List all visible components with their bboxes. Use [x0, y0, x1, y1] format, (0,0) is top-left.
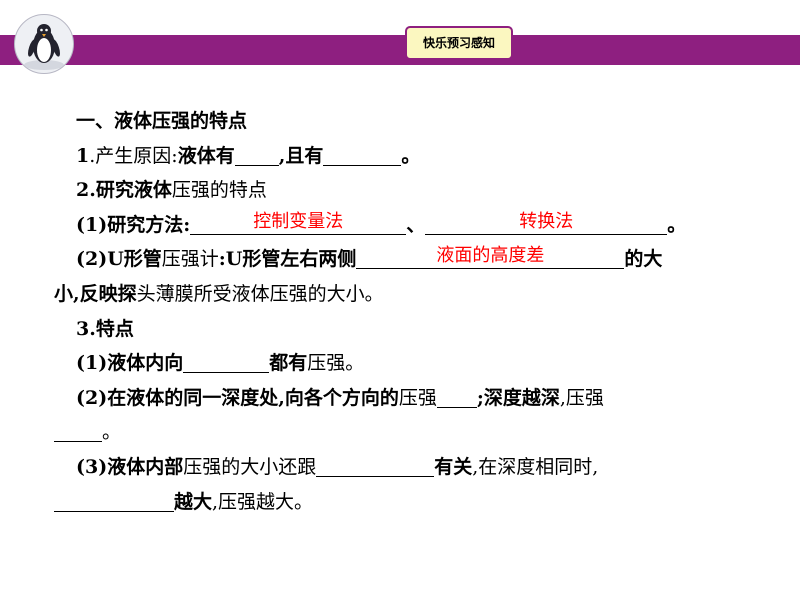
answer-blank: 控制变量法 — [190, 210, 407, 235]
text: 压强的大小还跟 — [183, 455, 317, 478]
text: .特点 — [89, 317, 134, 340]
text: (2)U形管 — [76, 248, 162, 271]
text: 都有 — [269, 352, 308, 375]
text: 压强 — [398, 386, 437, 409]
text: ,在深度相同时, — [472, 455, 599, 478]
text: ,压强越大。 — [212, 490, 314, 513]
text: (1)研究方法: — [76, 213, 191, 236]
fill-blank — [234, 141, 279, 166]
text: .研究液体 — [89, 179, 172, 202]
line-feature-3: (3)液体内部压强的大小还跟 有关,在深度相同时, — [54, 450, 754, 485]
text: 。 — [667, 213, 687, 236]
penguin-icon — [14, 14, 74, 74]
text: (2)在液体的同一深度处 — [76, 386, 279, 409]
fill-blank — [436, 383, 477, 408]
text: 、 — [406, 213, 426, 236]
text: 的大 — [624, 248, 663, 271]
section-heading: 一、液体压强的特点 — [76, 110, 248, 132]
line-cause: 1.产生原因:液体有 ,且有 。 — [54, 139, 754, 174]
text: 头薄膜所受液体压强的大小。 — [136, 282, 384, 305]
text: :U形管左右两侧 — [218, 248, 357, 271]
line-method: (1)研究方法:控制变量法、转换法。 — [54, 208, 754, 243]
fill-blank — [316, 452, 435, 477]
line-feature-1: (1)液体内向 都有压强。 — [54, 346, 754, 381]
text: 有关 — [434, 455, 473, 478]
text: .产生原因: — [89, 144, 178, 167]
line-gauge: (2)U形管压强计:U形管左右两侧液面的高度差的大 — [54, 242, 754, 277]
line-feature-2-cont: 。 — [54, 415, 754, 450]
text: 压强计 — [161, 248, 219, 271]
text: 液体有 — [177, 144, 235, 167]
section-tag: 快乐预习感知 — [405, 26, 513, 60]
item-number: 2 — [76, 179, 90, 202]
item-number: 3 — [76, 317, 90, 340]
fill-blank — [54, 417, 102, 443]
answer-blank: 液面的高度差 — [356, 244, 625, 270]
line-feature-2: (2)在液体的同一深度处,向各个方向的压强 ;深度越深,压强 — [54, 381, 754, 416]
line-feature-3-cont: 越大,压强越大。 — [54, 485, 754, 520]
item-number: 1 — [76, 144, 90, 167]
text: 小,反映探 — [54, 282, 137, 305]
lesson-content: 一、液体压强的特点 1.产生原因:液体有,且有。 2.研究液体压强的特点 (1)… — [54, 104, 754, 519]
text: 压强的特点 — [171, 179, 267, 202]
fill-blank — [54, 487, 174, 512]
text: 越大 — [174, 490, 213, 513]
text: ;深度越深 — [476, 386, 560, 409]
fill-blank — [323, 141, 402, 166]
line-features: 3.特点 — [54, 312, 754, 347]
text: ,向各个方向的 — [278, 386, 399, 409]
answer-blank: 转换法 — [425, 210, 668, 235]
header-bar — [0, 35, 800, 65]
text: 。 — [102, 421, 122, 444]
line-gauge-cont: 小,反映探头薄膜所受液体压强的大小。 — [54, 277, 754, 312]
text: ,压强 — [559, 386, 604, 409]
text: 。 — [401, 144, 421, 167]
text: (1)液体内向 — [76, 352, 184, 375]
text: ,且有 — [278, 144, 324, 167]
fill-blank — [183, 348, 270, 374]
text: (3)液体内部 — [76, 455, 184, 478]
text: 压强。 — [307, 352, 365, 375]
line-research: 2.研究液体压强的特点 — [54, 173, 754, 208]
